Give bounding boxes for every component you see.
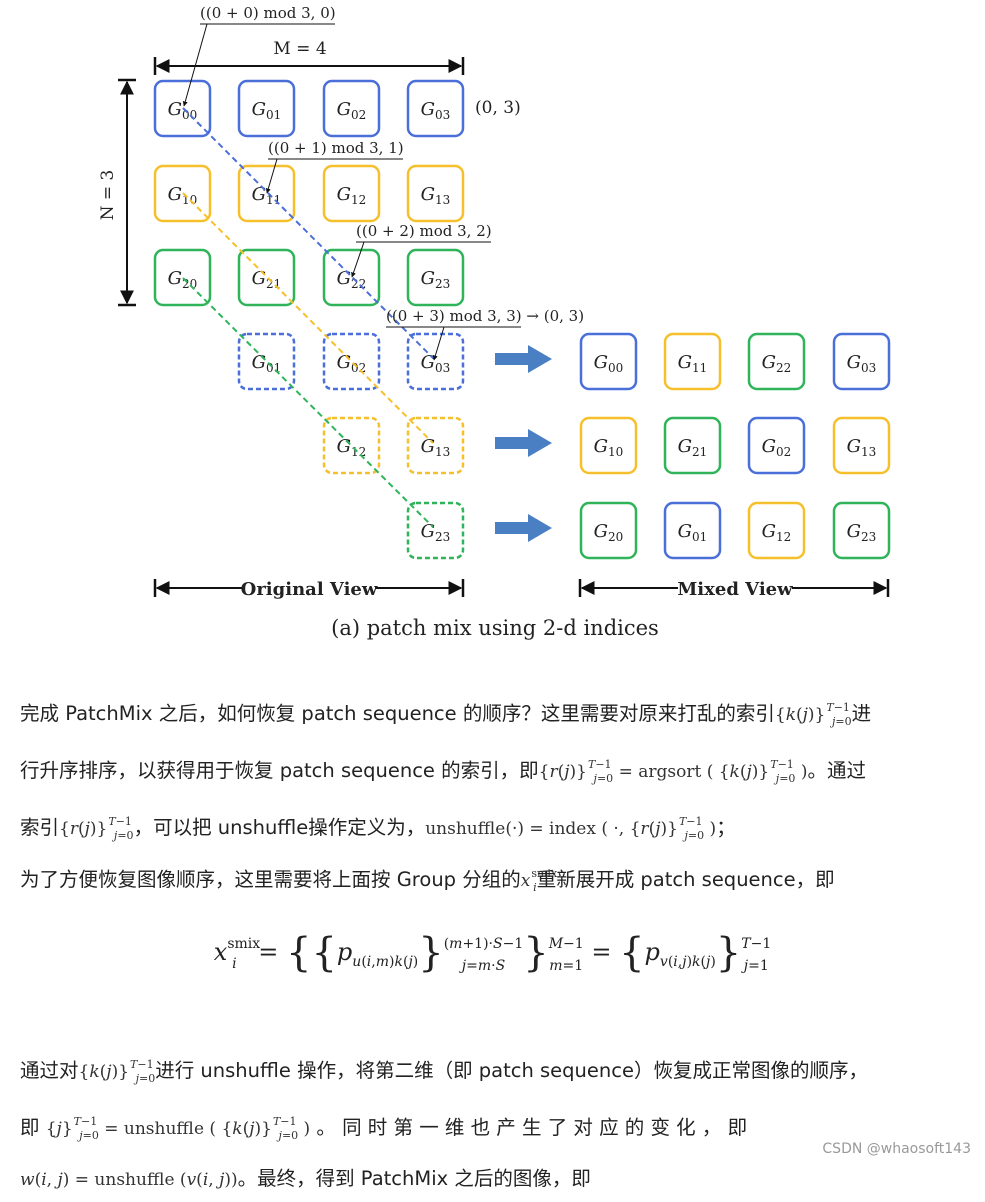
patch-g10: G10 [579, 416, 638, 475]
index-annotations: ((0 + 0) mod 3, 0) ((0 + 1) mod 3, 1) ((… [182, 4, 584, 361]
p1-line-1: 完成 PatchMix 之后，如何恢复 patch sequence 的顺序？这… [20, 701, 872, 728]
svg-text:Mixed View: Mixed View [677, 579, 793, 600]
patch-g03: G03 [832, 332, 891, 391]
figure-caption: (a) patch mix using 2-d indices [331, 616, 659, 640]
patch-g03: G03 [406, 79, 465, 138]
patch-g21: G21 [237, 248, 296, 307]
p1-line-3: 索引{r(j)}T−1j=0，可以把 unshuffle操作定义为，unshuf… [20, 815, 736, 842]
annotation-right: (0, 3) [475, 98, 521, 118]
p1-line-2: 行升序排序，以获得用于恢复 patch sequence 的索引，即{r(j)}… [20, 758, 866, 785]
svg-text:Original View: Original View [241, 579, 378, 600]
annotation-2: ((0 + 2) mod 3, 2) [356, 222, 492, 240]
mix-arrows [495, 345, 552, 542]
patch-g22: G22 [747, 332, 806, 391]
diagonal-green [182, 277, 434, 528]
watermark: CSDN @whaosoft143 [822, 1141, 971, 1157]
patch-g12: G12 [747, 501, 806, 560]
patch-g23: G23 [406, 248, 465, 307]
m-label: M = 4 [273, 39, 326, 59]
annotation-top: ((0 + 0) mod 3, 0) [200, 4, 336, 22]
patch-g01: G01 [237, 332, 296, 391]
patch-g01: G01 [237, 79, 296, 138]
patch-g13: G13 [832, 416, 891, 475]
mixed-view-label: Mixed View [578, 579, 890, 600]
patch-g00: G00 [579, 332, 638, 391]
paragraph-unshuffle-apply: 通过对{k(j)}T−1j=0进行 unshuffle 操作，将第二维（即 pa… [20, 1043, 967, 1202]
patch-g12: G12 [322, 416, 381, 475]
patch-g13: G13 [406, 416, 465, 475]
patch-g23: G23 [832, 501, 891, 560]
arrow-row-2 [495, 429, 552, 457]
p2-line-1: 为了方便恢复图像顺序，这里需要将上面按 Group 分组的xsmixi重新展开成… [20, 867, 835, 894]
diagonal-blue [182, 107, 434, 359]
original-view-label: Original View [153, 579, 465, 600]
annotation-1: ((0 + 1) mod 3, 1) [268, 139, 404, 157]
patch-g20: G20 [579, 501, 638, 560]
p3-line-2: 即 {j}T−1j=0 = unshuffle ( {k(j)}T−1j=0 )… [20, 1115, 748, 1142]
patch-g13: G13 [406, 164, 465, 223]
p3-line-3: w(i, j) = unshuffle (v(i, j))。最终，得到 Patc… [20, 1167, 591, 1190]
paragraph-unshuffle: 完成 PatchMix 之后，如何恢复 patch sequence 的顺序？这… [20, 686, 967, 857]
patch-g02: G02 [322, 79, 381, 138]
patch-g01: G01 [663, 501, 722, 560]
patch-g03: G03 [406, 332, 465, 391]
arrow-row-1 [495, 345, 552, 373]
arrow-row-3 [495, 514, 552, 542]
patch-g21: G21 [663, 416, 722, 475]
p3-line-1: 通过对{k(j)}T−1j=0进行 unshuffle 操作，将第二维（即 pa… [20, 1058, 868, 1085]
patch-g11: G11 [237, 164, 296, 223]
n-dimension: N = 3 [98, 78, 136, 307]
diagonal-yellow [182, 192, 434, 444]
patch-g20: G20 [153, 248, 212, 307]
paragraph-group-flatten: 为了方便恢复图像顺序，这里需要将上面按 Group 分组的xsmixi重新展开成… [20, 852, 967, 909]
patch-g11: G11 [663, 332, 722, 391]
diagonal-lines [182, 107, 434, 528]
patch-g12: G12 [322, 164, 381, 223]
n-label: N = 3 [98, 170, 118, 221]
m-dimension: M = 4 [153, 39, 465, 75]
patch-g23: G23 [406, 501, 465, 560]
patch-g02: G02 [747, 416, 806, 475]
annotation-3: ((0 + 3) mod 3, 3) → (0, 3) [386, 307, 584, 325]
